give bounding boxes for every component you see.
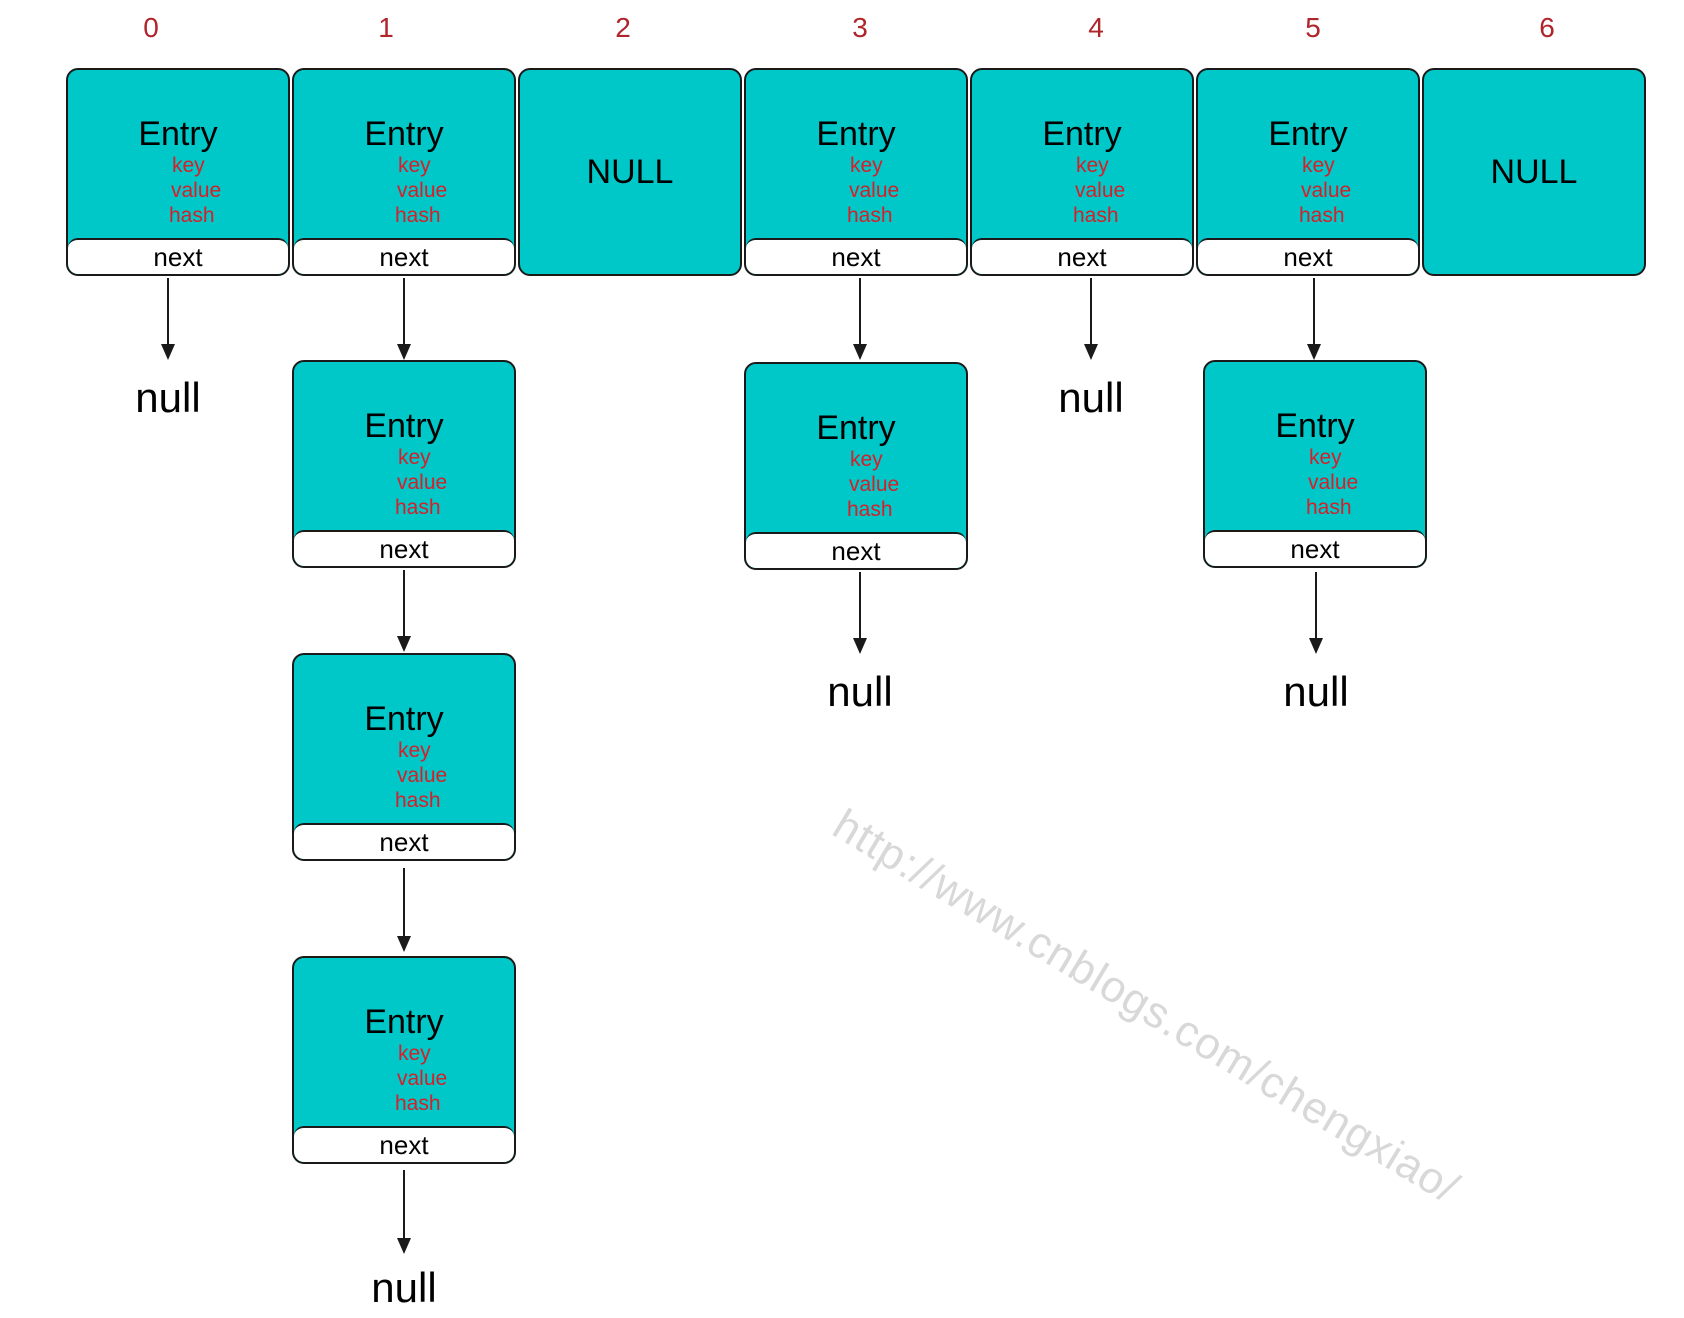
bucket-1-chain-entry-2: Entry key value hash next [292, 653, 516, 861]
bucket-4-entry: Entry key value hash next [970, 68, 1194, 276]
entry-next-pointer: next [68, 238, 288, 274]
bucket-index-0: 0 [143, 12, 159, 43]
entry-next-pointer: next [294, 238, 514, 274]
entry-key-field: key [1076, 154, 1109, 177]
entry-next-pointer: next [1205, 530, 1425, 566]
bucket-index-6: 6 [1539, 12, 1555, 43]
watermark-url: http://www.cnblogs.com/chengxiao/ [824, 800, 1468, 1213]
next-arrow [397, 570, 411, 652]
bucket-index-2: 2 [615, 12, 631, 43]
entry-hash-field: hash [1073, 204, 1119, 227]
entry-hash-field: hash [395, 204, 441, 227]
entry-hash-field: hash [847, 498, 893, 521]
entry-next-pointer: next [972, 238, 1192, 274]
entry-value-field: value [397, 179, 448, 202]
entry-title: Entry [1275, 407, 1355, 445]
entry-key-field: key [1302, 154, 1335, 177]
entry-title: Entry [364, 407, 444, 445]
entry-next-pointer: next [1198, 238, 1418, 274]
next-arrow [1309, 572, 1323, 654]
next-arrow [853, 278, 867, 360]
bucket-0-entry: Entry key value hash next [66, 68, 290, 276]
entry-title: Entry [364, 115, 444, 153]
entry-next-pointer: next [746, 238, 966, 274]
entry-next-pointer: next [294, 823, 514, 859]
entry-key-field: key [398, 1042, 431, 1065]
entry-key-field: key [398, 446, 431, 469]
entry-hash-field: hash [395, 496, 441, 519]
bucket-2-null: NULL [518, 68, 742, 276]
next-arrow [1307, 278, 1321, 360]
bucket-3-chain-entry-1: Entry key value hash next [744, 362, 968, 570]
entry-key-field: key [850, 154, 883, 177]
bucket-index-4: 4 [1088, 12, 1104, 43]
bucket-1-chain-entry-1: Entry key value hash next [292, 360, 516, 568]
entry-hash-field: hash [847, 204, 893, 227]
entry-title: Entry [364, 700, 444, 738]
next-arrow [397, 868, 411, 952]
chain-end-null: null [1283, 668, 1349, 715]
bucket-1-entry: Entry key value hash next [292, 68, 516, 276]
entry-key-field: key [1309, 446, 1342, 469]
entry-key-field: key [850, 448, 883, 471]
next-arrow [397, 278, 411, 360]
entry-title: Entry [364, 1003, 444, 1041]
entry-title: Entry [816, 409, 896, 447]
bucket-index-1: 1 [378, 12, 394, 43]
entry-key-field: key [398, 739, 431, 762]
bucket-3-entry: Entry key value hash next [744, 68, 968, 276]
entry-title: Entry [1268, 115, 1348, 153]
next-arrow [397, 1170, 411, 1254]
bucket-5-chain-entry-1: Entry key value hash next [1203, 360, 1427, 568]
entry-value-field: value [1075, 179, 1126, 202]
entry-title: Entry [1042, 115, 1122, 153]
chain-end-null: null [1058, 374, 1124, 421]
bucket-6-null: NULL [1422, 68, 1646, 276]
bucket-1-chain-entry-3: Entry key value hash next [292, 956, 516, 1164]
entry-value-field: value [1308, 471, 1359, 494]
entry-title: Entry [816, 115, 896, 153]
entry-value-field: value [397, 764, 448, 787]
chain-end-null: null [371, 1264, 437, 1311]
chain-end-null: null [827, 668, 893, 715]
entry-hash-field: hash [395, 1092, 441, 1115]
entry-hash-field: hash [169, 204, 215, 227]
entry-value-field: value [849, 473, 900, 496]
entry-value-field: value [397, 1067, 448, 1090]
entry-hash-field: hash [1306, 496, 1352, 519]
entry-value-field: value [1301, 179, 1352, 202]
next-arrow [161, 278, 175, 360]
entry-value-field: value [849, 179, 900, 202]
entry-key-field: key [398, 154, 431, 177]
entry-value-field: value [397, 471, 448, 494]
chain-end-null: null [135, 374, 201, 421]
entry-key-field: key [172, 154, 205, 177]
entry-next-pointer: next [746, 532, 966, 568]
entry-title: Entry [138, 115, 218, 153]
next-arrow [853, 572, 867, 654]
bucket-index-3: 3 [852, 12, 868, 43]
entry-next-pointer: next [294, 1126, 514, 1162]
next-arrow [1084, 278, 1098, 360]
entry-next-pointer: next [294, 530, 514, 566]
bucket-5-entry: Entry key value hash next [1196, 68, 1420, 276]
entry-value-field: value [171, 179, 222, 202]
bucket-index-5: 5 [1305, 12, 1321, 43]
entry-hash-field: hash [395, 789, 441, 812]
entry-hash-field: hash [1299, 204, 1345, 227]
